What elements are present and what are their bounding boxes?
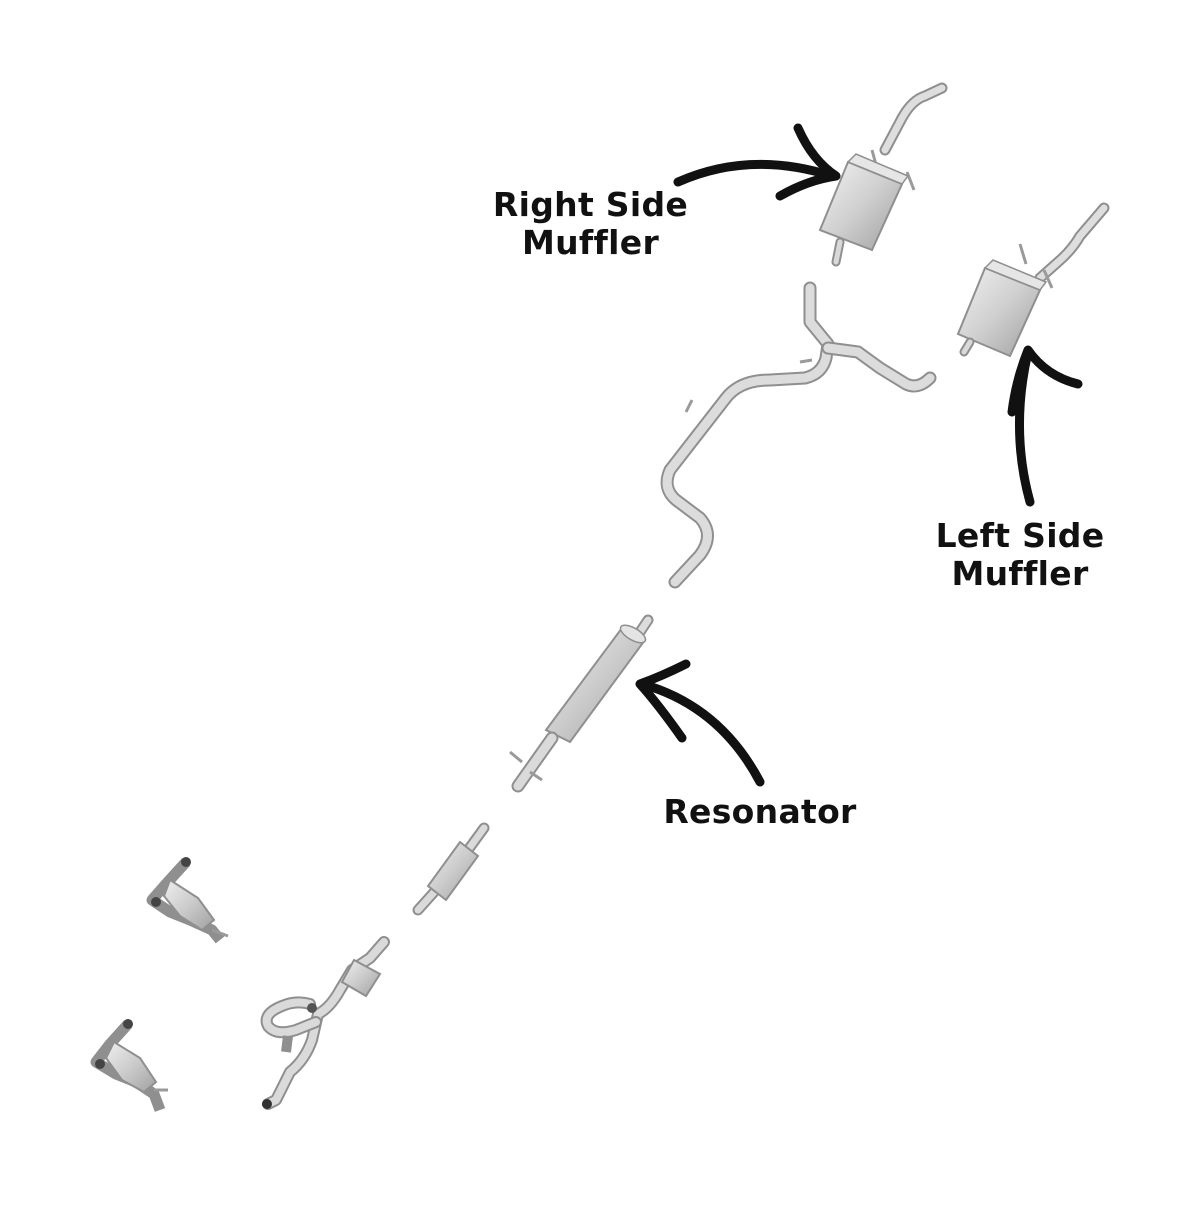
resonator-label: Resonator <box>663 792 857 831</box>
right-side-muffler-label-line2: Muffler <box>521 223 660 262</box>
right-muffler-arrow <box>673 123 841 201</box>
upper-manifold-converter <box>146 857 229 944</box>
left-side-muffler <box>956 202 1110 358</box>
resonator <box>509 614 654 793</box>
right-side-muffler-label: Right Side Muffler <box>488 186 693 262</box>
right-side-muffler <box>818 82 948 267</box>
intermediate-y-pipe <box>660 281 937 589</box>
resonator-arrow <box>635 659 765 787</box>
catalytic-pipe <box>412 822 490 916</box>
left-side-muffler-label: Left Side Muffler <box>925 517 1115 593</box>
left-side-muffler-label-line1: Left Side <box>935 516 1105 555</box>
front-pipe-assembly <box>260 936 390 1110</box>
right-side-muffler-label-line1: Right Side <box>492 185 689 224</box>
left-muffler-arrow <box>1007 345 1083 507</box>
left-side-muffler-label-line2: Muffler <box>951 554 1089 593</box>
lower-manifold-converter <box>90 1019 168 1112</box>
